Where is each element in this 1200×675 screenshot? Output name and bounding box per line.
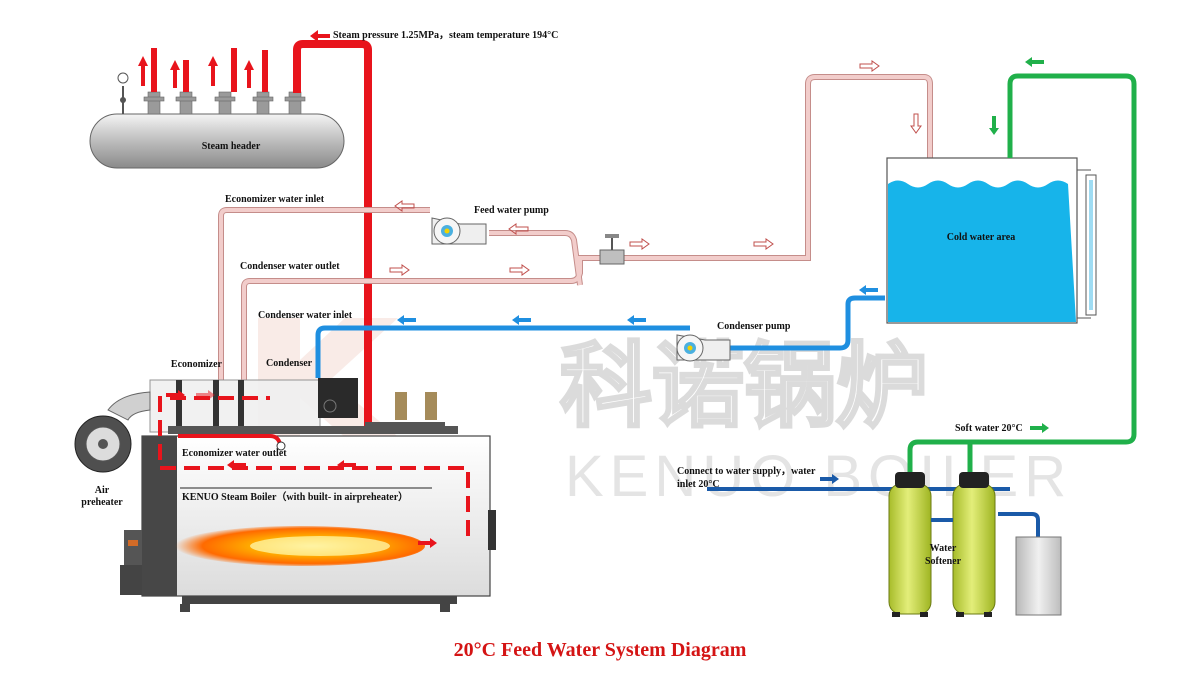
condenser-pump-icon xyxy=(676,334,731,362)
air-preheater-label-line1: Air xyxy=(95,485,110,496)
steam-pipe: Steam pressure 1.25MPa，steam temperature… xyxy=(293,30,558,430)
steam-header: Steam header xyxy=(89,48,345,169)
burner-icon xyxy=(120,530,142,595)
boiler-name-label: KENUO Steam Boiler（with built- in airpre… xyxy=(182,490,408,503)
feed-water-pump-icon xyxy=(431,217,487,245)
flue-gas-arrows xyxy=(166,390,437,548)
flue-gas-path xyxy=(158,396,470,536)
fan-icon xyxy=(74,391,151,473)
steam-boiler: KENUO Steam Boiler（with built- in airpre… xyxy=(74,358,496,612)
feed-water-pipes-fill xyxy=(219,75,932,380)
water-supply-arrow xyxy=(820,474,839,484)
soft-water-arrows xyxy=(989,57,1049,433)
economizer-water-outlet-label: Economizer water outlet xyxy=(182,448,287,459)
water-supply-label-line2: inlet 20°C xyxy=(677,479,720,490)
economizer-box xyxy=(149,379,321,433)
feed-water-arrows xyxy=(389,60,922,276)
condenser-water-outlet-label: Condenser water outlet xyxy=(240,261,340,272)
steam-outlet-arrows xyxy=(138,48,300,92)
valve-icon xyxy=(599,234,625,265)
condenser-unit xyxy=(318,378,358,418)
water-softener-label-line1: Water xyxy=(930,543,957,554)
steam-header-outlets xyxy=(143,91,306,115)
condenser-water-inlet-label: Condenser water inlet xyxy=(258,310,353,321)
condenser-label: Condenser xyxy=(266,358,313,369)
steam-header-label: Steam header xyxy=(202,141,261,152)
pressure-gauge-icon xyxy=(117,72,129,114)
steam-direction-arrow xyxy=(310,30,330,42)
economizer-outlet-pipe xyxy=(178,434,286,451)
condenser-pump-label: Condenser pump xyxy=(717,321,791,332)
soft-water-label: Soft water 20°C xyxy=(955,423,1023,434)
brine-tank xyxy=(1015,536,1062,616)
cold-water-area-label: Cold water area xyxy=(947,232,1016,243)
steam-pressure-label: Steam pressure 1.25MPa，steam temperature… xyxy=(333,30,558,41)
cold-water-tank: Cold water area xyxy=(886,157,1097,324)
water-softener-label-line2: Softener xyxy=(925,556,962,567)
condenser-water-pipes xyxy=(315,295,885,378)
water-supply-label-line1: Connect to water supply，water xyxy=(677,466,816,477)
economizer-water-inlet-label: Economizer water inlet xyxy=(225,194,325,205)
feed-water-pump-label: Feed water pump xyxy=(474,205,549,216)
economizer-label: Economizer xyxy=(171,359,223,370)
water-softener: Water Softener xyxy=(888,472,1062,617)
watermark-english: KENUO BOILER xyxy=(565,444,1072,509)
soft-water-pipe xyxy=(907,73,1137,476)
condenser-water-arrows xyxy=(397,285,878,325)
diagram-title: 20°C Feed Water System Diagram xyxy=(454,639,747,661)
air-preheater-label-line2: preheater xyxy=(81,497,123,508)
